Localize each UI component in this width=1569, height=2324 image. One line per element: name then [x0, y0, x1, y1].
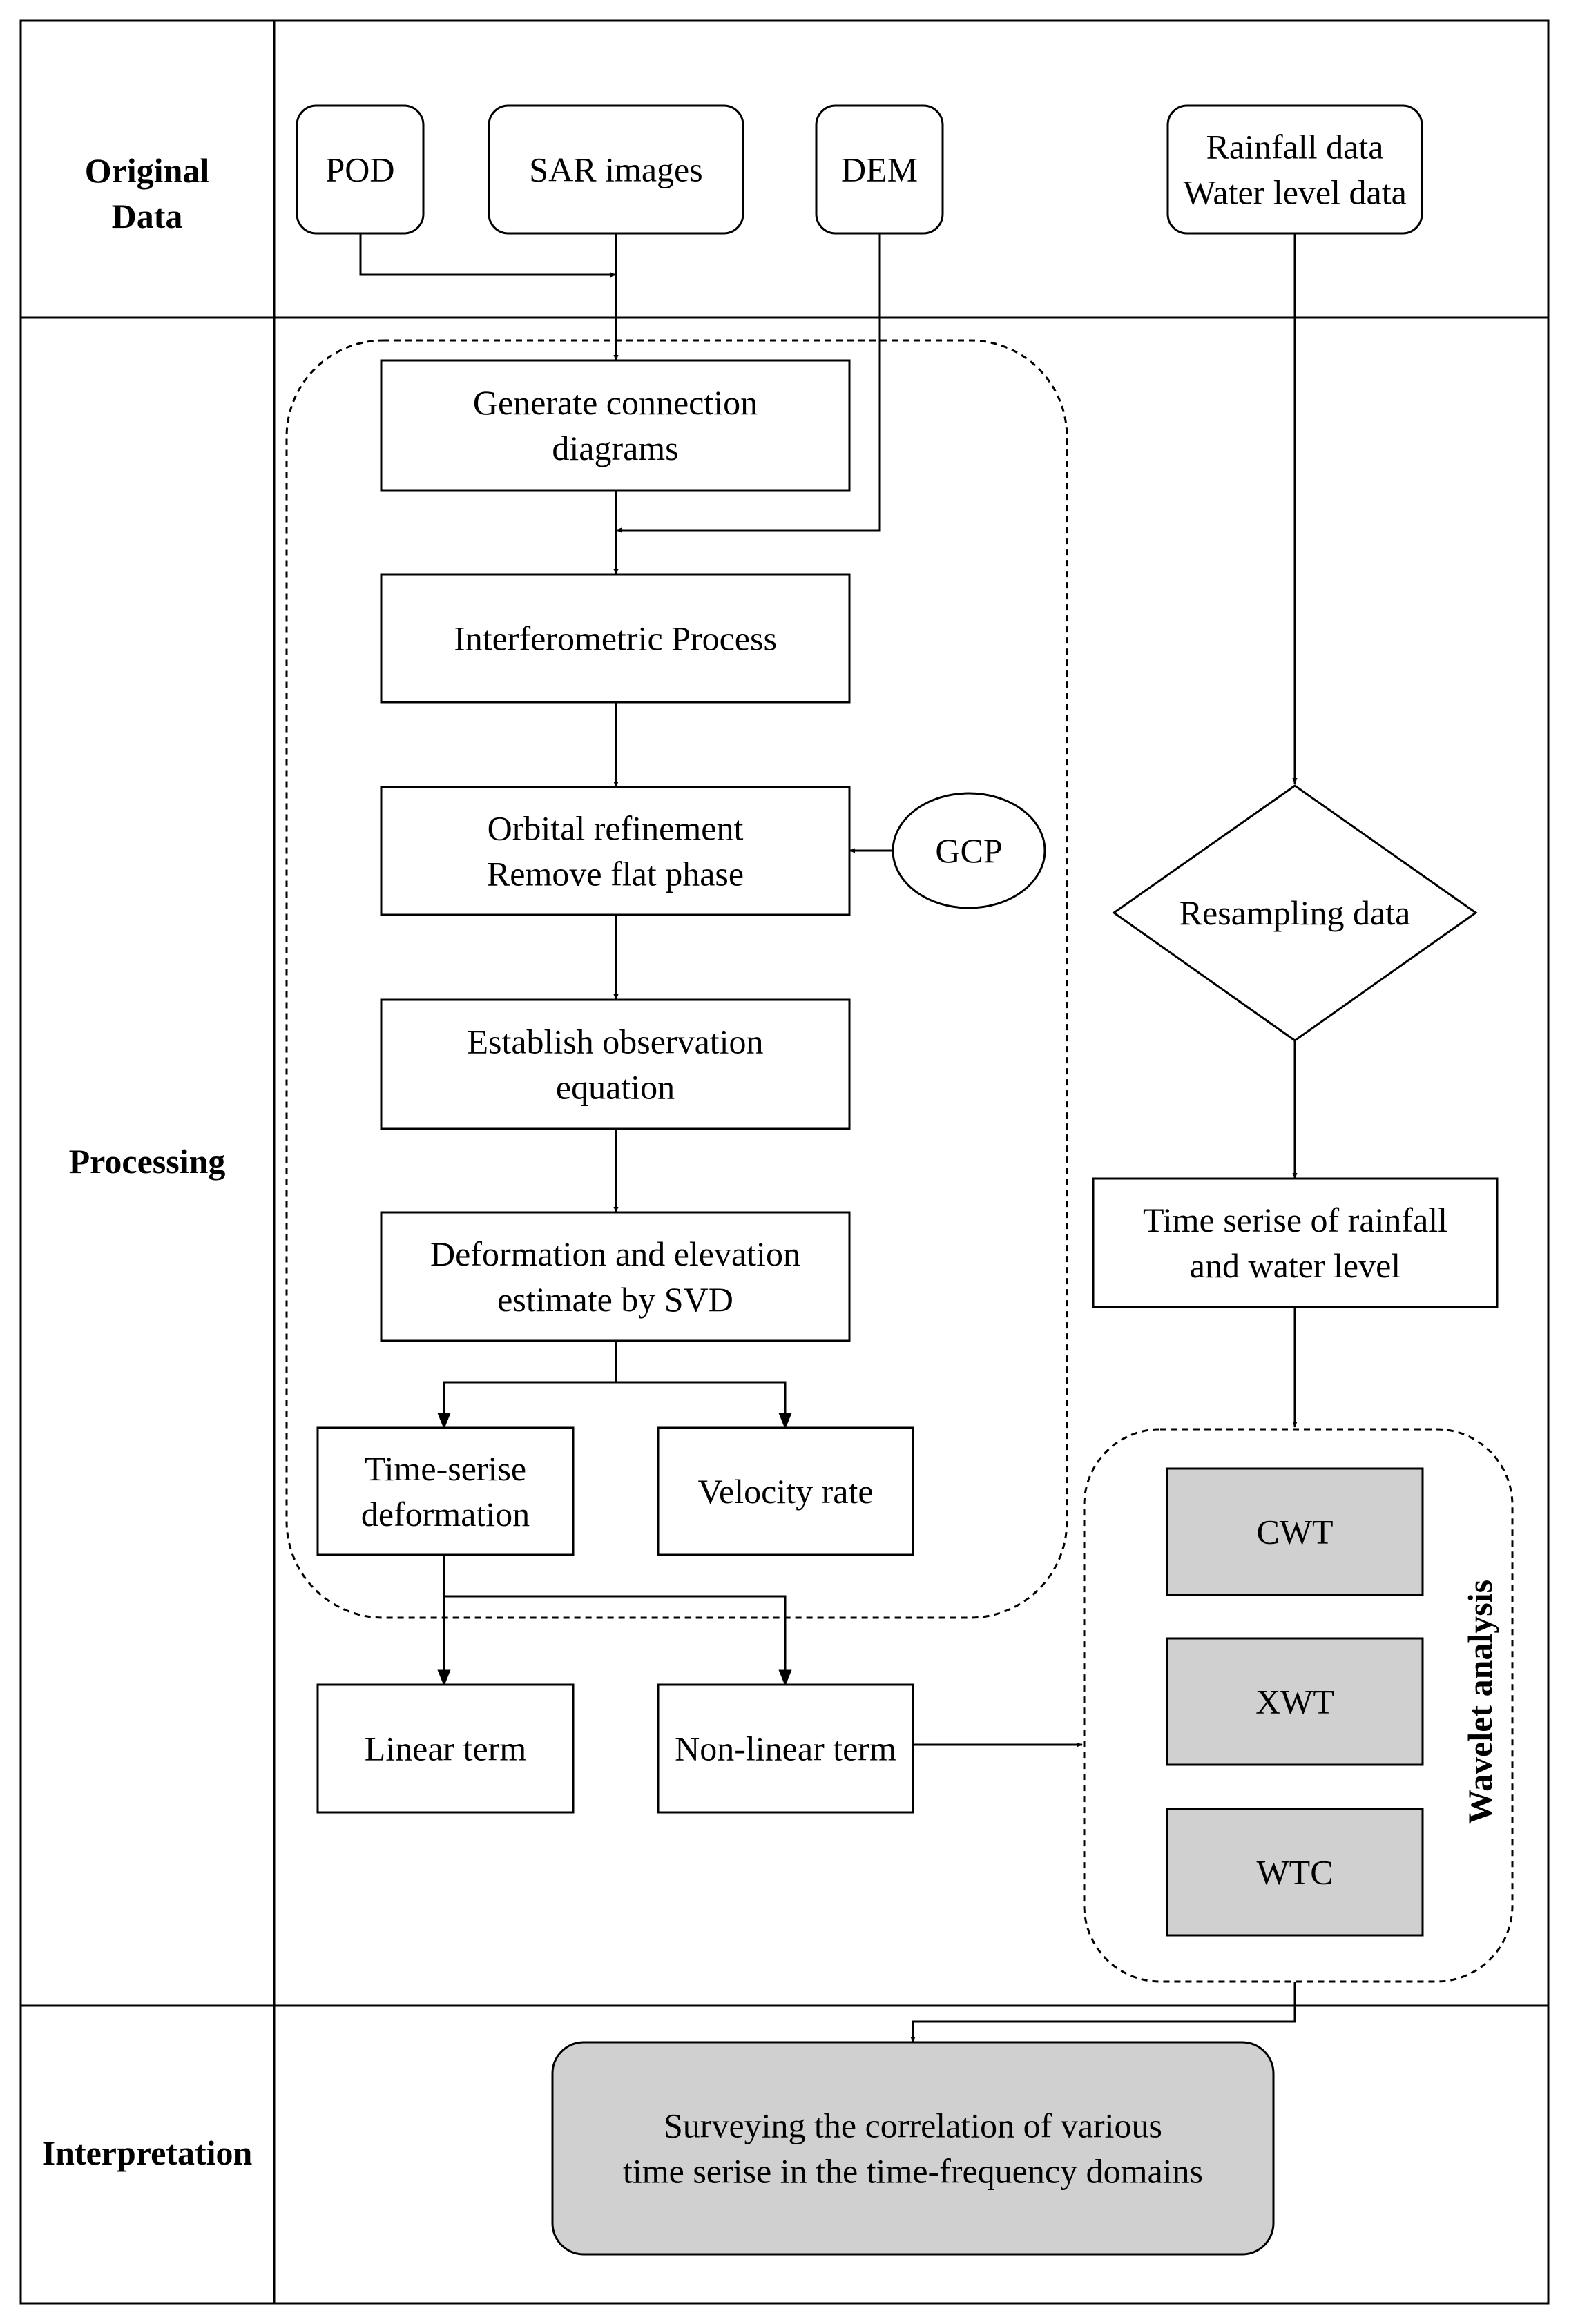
wavelet-xwt: XWT: [1166, 1637, 1424, 1766]
gcp-node-text: GCP: [935, 831, 1002, 870]
wavelet-analysis-group: [1083, 1428, 1514, 1983]
insar-processing-group: [285, 339, 1068, 1619]
row-label-interpretation: Interpretation: [42, 2133, 253, 2172]
step-velocity-rate-text: Velocity rate: [697, 1472, 873, 1511]
arrow-pod-to-sar: [359, 233, 617, 278]
input-pod: POD: [296, 104, 425, 235]
input-dem-text: DEM: [841, 151, 918, 189]
arrow-dem-to-interferometric: [615, 233, 881, 533]
input-pod-text: POD: [325, 151, 394, 189]
wavelet-xwt-text: XWT: [1255, 1683, 1334, 1721]
wavelet-wtc-text: WTC: [1256, 1853, 1333, 1892]
arrow-wavelet-to-interpretation: [910, 1982, 1296, 2043]
arrow-svd-to-velocity: [616, 1381, 792, 1430]
wavelet-cwt-text: CWT: [1256, 1513, 1333, 1551]
step-linear-term-text: Linear term: [365, 1730, 527, 1768]
step-linear-term: Linear term: [316, 1683, 575, 1814]
arrow-ts-deformation-to-nonlinear: [444, 1595, 792, 1687]
input-sar-images-text: SAR images: [529, 151, 702, 189]
decision-resampling-data-text: Resampling data: [1180, 893, 1411, 932]
wavelet-analysis-label: Wavelet analysis: [1461, 1580, 1499, 1824]
wavelet-wtc: WTC: [1166, 1808, 1424, 1937]
arrow-svd-to-ts-deformation: [437, 1381, 616, 1430]
row-label-interpretation-text: Interpretation: [42, 2133, 253, 2172]
step-non-linear-term: Non-linear term: [657, 1683, 914, 1814]
step-velocity-rate: Velocity rate: [657, 1426, 914, 1556]
connectors: [359, 233, 1298, 2043]
row-label-processing-text: Processing: [69, 1142, 226, 1181]
row-label-processing: Processing: [69, 1142, 226, 1181]
decision-resampling-data: Resampling data: [1112, 784, 1478, 1042]
wavelet-cwt: CWT: [1166, 1467, 1424, 1596]
table-frame: [19, 19, 1550, 2305]
step-non-linear-term-text: Non-linear term: [675, 1730, 896, 1768]
gcp-node: GCP: [892, 792, 1046, 909]
step-interferometric-process-text: Interferometric Process: [454, 619, 777, 658]
step-interferometric-process: Interferometric Process: [380, 573, 851, 704]
input-dem: DEM: [815, 104, 944, 235]
input-sar-images: SAR images: [488, 104, 744, 235]
